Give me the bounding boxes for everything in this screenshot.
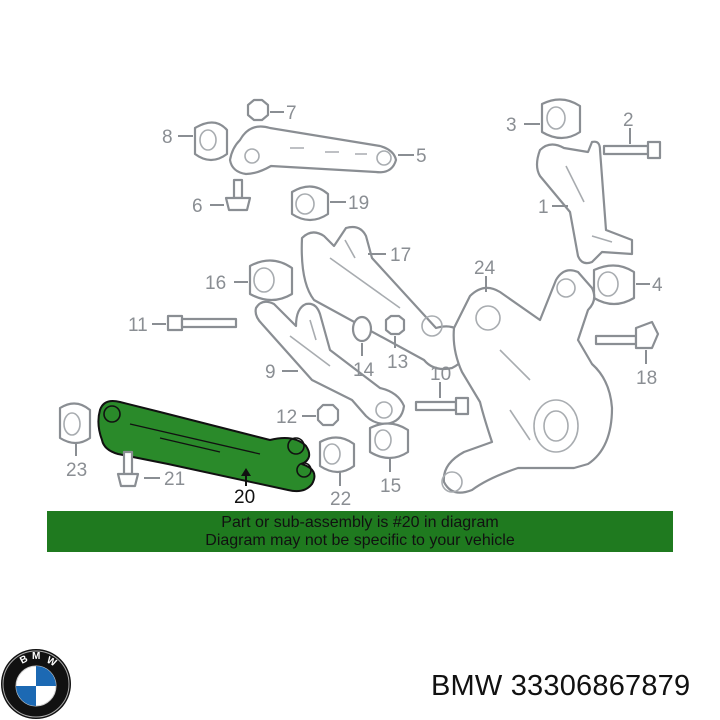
part-12-nut: 12	[276, 403, 340, 428]
callout-12: 12	[276, 407, 297, 428]
part-18-bolt: 18	[594, 320, 660, 389]
part-20-lower-arm-highlighted: 20	[97, 400, 316, 508]
callout-23: 23	[66, 460, 87, 481]
part-9-lower-arm: 9	[254, 300, 406, 426]
callout-21: 21	[164, 469, 185, 490]
callout-14: 14	[353, 360, 375, 381]
part-2-bolt: 2	[602, 110, 662, 160]
svg-text:B: B	[18, 654, 30, 667]
callout-6: 6	[192, 196, 203, 217]
part-11-bolt: 11	[128, 314, 238, 336]
callout-19: 19	[348, 193, 369, 214]
part-3-bushing: 3	[506, 98, 582, 140]
part-15-bushing: 15	[368, 422, 410, 497]
callout-11: 11	[128, 315, 148, 336]
callout-13: 13	[387, 352, 408, 373]
banner-line-2: Diagram may not be specific to your vehi…	[205, 532, 515, 549]
callout-15: 15	[380, 476, 401, 497]
callout-4: 4	[652, 275, 663, 296]
part-22-bushing: 22	[318, 436, 356, 510]
callout-7: 7	[286, 103, 297, 124]
callout-20: 20	[234, 487, 255, 508]
part-23-bushing: 23	[58, 402, 92, 481]
part-number-text: BMW 33306867879	[431, 670, 691, 702]
part-14-washer: 14	[351, 315, 375, 381]
callout-16: 16	[205, 273, 226, 294]
part-4-bushing: 4	[592, 264, 663, 306]
callout-24: 24	[474, 258, 496, 279]
part-6-bolt: 6	[192, 178, 252, 217]
banner-line-1: Part or sub-assembly is #20 in diagram	[221, 514, 499, 531]
callout-9: 9	[265, 362, 276, 383]
part-16-bushing: 16	[205, 259, 294, 302]
part-10-bolt: 10	[414, 364, 470, 416]
bmw-logo: B M W	[1, 649, 71, 719]
callout-5: 5	[416, 146, 427, 167]
callout-2: 2	[623, 110, 634, 131]
part-13-nut: 13	[384, 314, 408, 373]
part-1-bracket-arm: 1	[535, 140, 634, 265]
part-5-upper-link: 5	[228, 125, 427, 176]
callout-22: 22	[330, 489, 351, 510]
part-7-nut: 7	[246, 98, 297, 124]
part-8-bushing: 8	[162, 121, 229, 162]
part-19-bushing: 19	[290, 185, 369, 222]
svg-text:M: M	[32, 651, 40, 662]
callout-10: 10	[430, 364, 451, 385]
callout-8: 8	[162, 127, 173, 148]
part-24-knuckle: 24	[441, 258, 614, 494]
part-21-bolt: 21	[116, 450, 185, 490]
info-banner: Part or sub-assembly is #20 in diagram D…	[47, 511, 673, 552]
callout-18: 18	[636, 368, 657, 389]
callout-1: 1	[538, 197, 549, 218]
callout-3: 3	[506, 115, 517, 136]
callout-17: 17	[390, 245, 411, 266]
